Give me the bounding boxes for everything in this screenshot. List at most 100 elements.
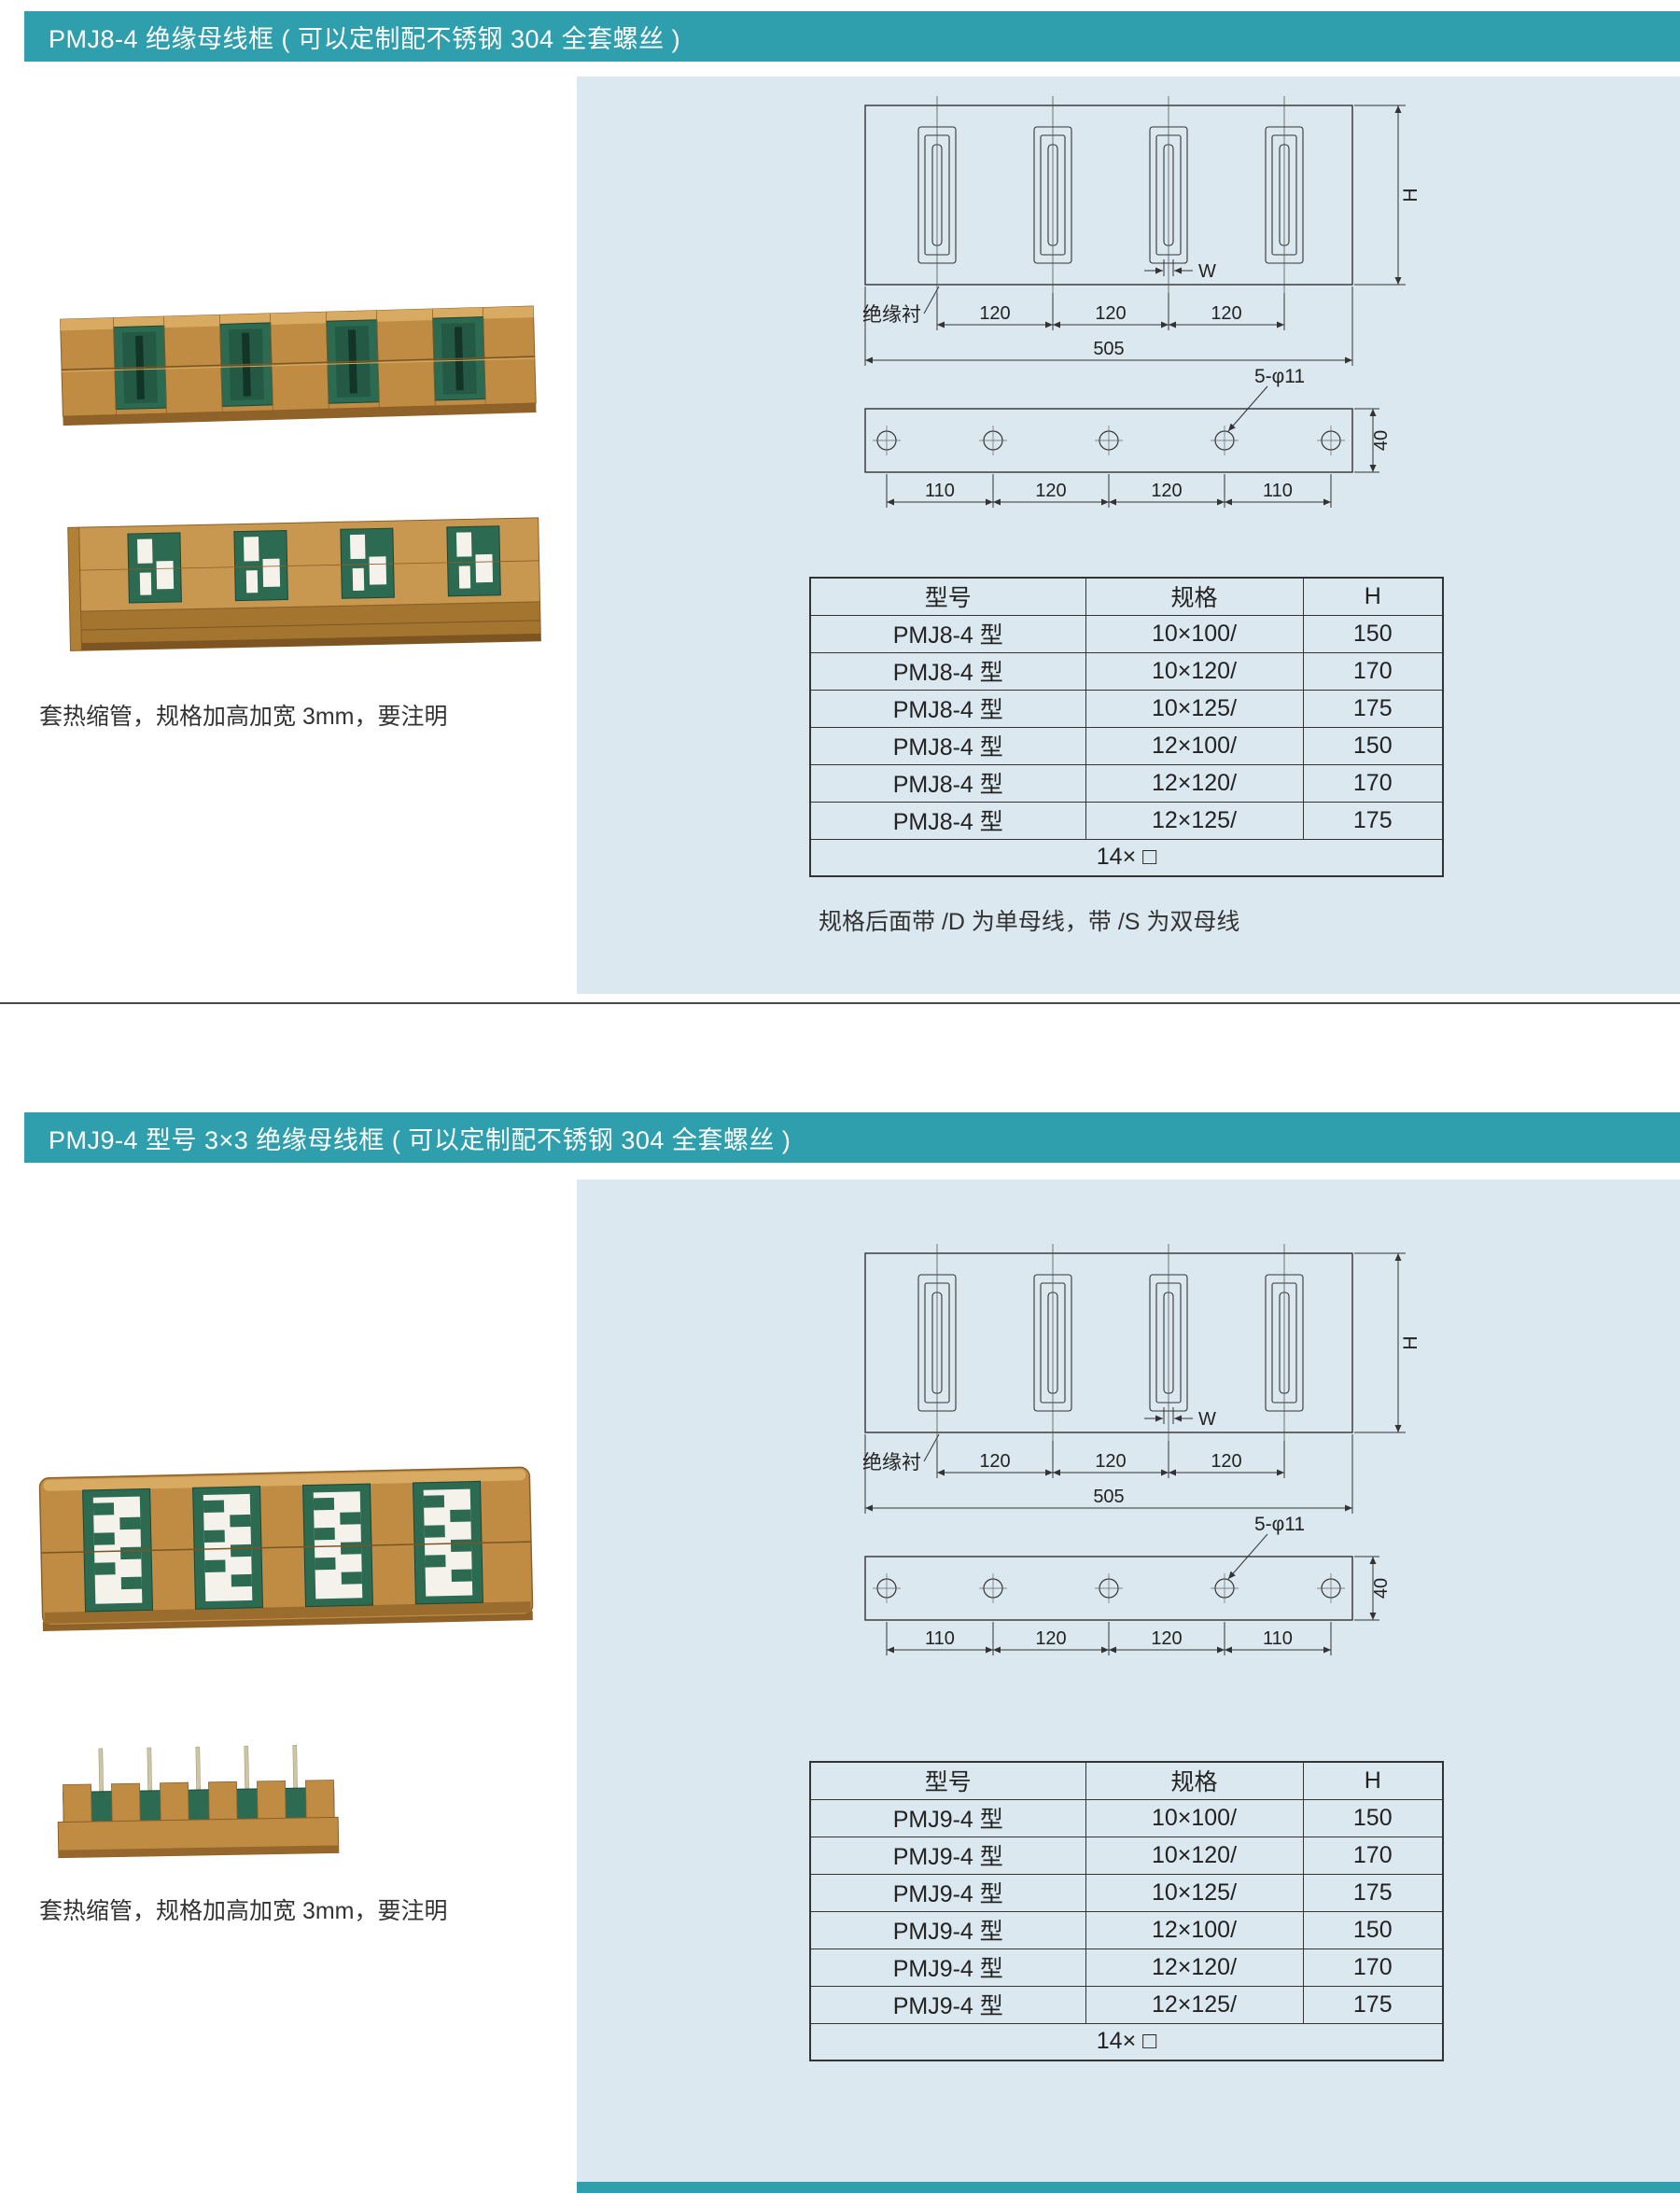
col-spec: 规格 <box>1085 1761 1304 1800</box>
spec-cell: 12×125/ <box>1085 801 1304 840</box>
dim-120: 120 <box>979 303 1010 324</box>
holes-label: 5-φ11 <box>1254 366 1305 387</box>
model-cell: PMJ8-4 型 <box>809 801 1086 840</box>
h-cell: 175 <box>1302 689 1444 728</box>
dimension-drawing-pmj9: 绝缘衬 120 120 120 505 H W 5-φ11 110 120 12… <box>862 1244 1421 1655</box>
busbar-through-holes <box>127 525 501 604</box>
model-cell: PMJ8-4 型 <box>809 614 1086 653</box>
product-photo-pmj8-angled <box>67 517 541 651</box>
spec-cell: 10×125/ <box>1085 1873 1304 1912</box>
dim-h: H <box>1400 188 1421 202</box>
dim-w: W <box>1198 261 1216 282</box>
model-cell: PMJ9-4 型 <box>809 1836 1086 1875</box>
dimension-drawing-pmj8: 绝缘衬 120 120 120 505 H W 5-φ11 110 120 12… <box>862 96 1421 508</box>
dim-w: W <box>1198 1409 1216 1430</box>
section2-photo-note: 套热缩管，规格加高加宽 3mm，要注明 <box>39 1898 448 1924</box>
model-cell: PMJ9-4 型 <box>809 1948 1086 1987</box>
dim-40: 40 <box>1371 1578 1392 1599</box>
col-h: H <box>1302 577 1444 616</box>
h-cell: 150 <box>1302 1910 1444 1949</box>
model-cell: PMJ8-4 型 <box>809 689 1086 728</box>
table-header-row: 型号 规格 H <box>809 577 1444 616</box>
h-cell: 170 <box>1302 1948 1444 1987</box>
model-cell: PMJ8-4 型 <box>809 651 1086 691</box>
dim-110: 110 <box>1263 1628 1293 1649</box>
dim-110: 110 <box>925 1628 955 1649</box>
h-cell: 170 <box>1302 763 1444 803</box>
table-header-row: 型号 规格 H <box>809 1761 1444 1800</box>
dim-120: 120 <box>1151 481 1182 501</box>
footer-cell: 14× □ <box>809 2022 1444 2061</box>
comb-inserts <box>82 1480 483 1613</box>
spec-cell: 12×120/ <box>1085 763 1304 803</box>
h-cell: 150 <box>1302 726 1444 765</box>
col-h: H <box>1302 1761 1444 1800</box>
section1-title: PMJ8-4 绝缘母线框 ( 可以定制配不锈钢 304 全套螺丝 ) <box>49 24 681 53</box>
slot-groups <box>917 1274 1304 1412</box>
table-footer-row: 14× □ <box>809 2022 1444 2061</box>
spec-cell: 10×120/ <box>1085 1836 1304 1875</box>
dim-h: H <box>1400 1335 1421 1349</box>
dim-120: 120 <box>1035 1628 1066 1649</box>
h-cell: 175 <box>1302 1985 1444 2024</box>
insulation-label: 绝缘衬 <box>862 1452 921 1474</box>
dim-40: 40 <box>1371 430 1392 451</box>
col-model: 型号 <box>809 1761 1086 1800</box>
spec-cell: 10×100/ <box>1085 614 1304 653</box>
section2-header: PMJ9-4 型号 3×3 绝缘母线框 ( 可以定制配不锈钢 304 全套螺丝 … <box>24 1112 1680 1163</box>
spec-cell: 12×100/ <box>1085 1910 1304 1949</box>
spec-cell: 10×125/ <box>1085 689 1304 728</box>
model-cell: PMJ8-4 型 <box>809 726 1086 765</box>
col-spec: 规格 <box>1085 577 1304 616</box>
dim-120: 120 <box>1035 481 1066 501</box>
model-cell: PMJ9-4 型 <box>809 1985 1086 2024</box>
h-cell: 170 <box>1302 651 1444 691</box>
dim-505: 505 <box>1093 1487 1124 1507</box>
model-cell: PMJ9-4 型 <box>809 1798 1086 1837</box>
dim-120: 120 <box>1095 303 1126 324</box>
product-photo-pmj9-frame <box>38 1466 534 1631</box>
col-model: 型号 <box>809 577 1086 616</box>
dim-120: 120 <box>1151 1628 1182 1649</box>
dim-505: 505 <box>1093 339 1124 359</box>
model-cell: PMJ9-4 型 <box>809 1910 1086 1949</box>
dim-120: 120 <box>1095 1451 1126 1472</box>
spec-cell: 10×100/ <box>1085 1798 1304 1837</box>
insulation-label: 绝缘衬 <box>862 304 921 326</box>
section1-spec-note: 规格后面带 /D 为单母线，带 /S 为双母线 <box>819 909 1240 935</box>
product-photo-pmj9-comb <box>57 1744 340 1859</box>
spec-cell: 12×125/ <box>1085 1985 1304 2024</box>
bottom-strip <box>577 2182 1680 2193</box>
h-cell: 175 <box>1302 1873 1444 1912</box>
h-cell: 175 <box>1302 801 1444 840</box>
section1-header: PMJ8-4 绝缘母线框 ( 可以定制配不锈钢 304 全套螺丝 ) <box>24 11 1680 62</box>
model-cell: PMJ9-4 型 <box>809 1873 1086 1912</box>
section2-title: PMJ9-4 型号 3×3 绝缘母线框 ( 可以定制配不锈钢 304 全套螺丝 … <box>49 1125 791 1154</box>
contact-pins <box>98 1744 298 1795</box>
dim-120: 120 <box>1211 1451 1241 1472</box>
slot-groups <box>917 126 1304 264</box>
section-divider <box>0 1002 1680 1004</box>
spec-cell: 10×120/ <box>1085 651 1304 691</box>
dim-110: 110 <box>925 481 955 501</box>
footer-cell: 14× □ <box>809 838 1444 877</box>
holes-label: 5-φ11 <box>1254 1514 1305 1535</box>
spec-cell: 12×120/ <box>1085 1948 1304 1987</box>
h-cell: 150 <box>1302 1798 1444 1837</box>
dim-120: 120 <box>979 1451 1010 1472</box>
section1-photo-note: 套热缩管，规格加高加宽 3mm，要注明 <box>39 704 448 730</box>
